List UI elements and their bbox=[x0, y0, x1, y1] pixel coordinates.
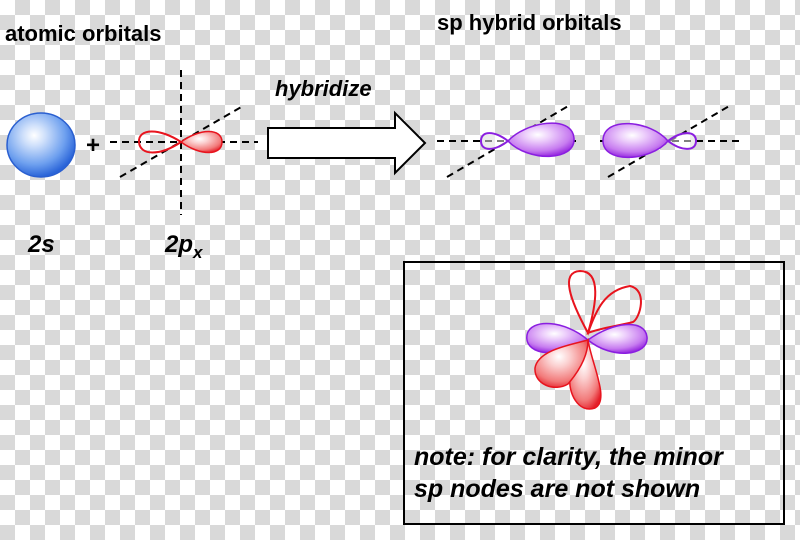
note-line-2: sp nodes are not shown bbox=[414, 475, 700, 503]
sp2-major-lobe bbox=[602, 122, 669, 159]
label-2s: 2s bbox=[27, 231, 55, 258]
s-orbital-sphere bbox=[6, 112, 76, 178]
label-2p-main: 2p bbox=[164, 231, 193, 258]
label-2p-subscript: x bbox=[192, 243, 204, 262]
p-lobe-empty-2 bbox=[586, 284, 642, 335]
hybridize-label: hybridize bbox=[275, 76, 372, 101]
combined-orbitals-figure bbox=[526, 269, 648, 410]
note-line-1: note: for clarity, the minor bbox=[414, 443, 724, 471]
p-lobe-empty-1 bbox=[567, 269, 597, 336]
sp1-major-lobe bbox=[506, 122, 575, 158]
label-2px: 2px bbox=[164, 231, 204, 262]
sp2-minor-lobe bbox=[666, 132, 698, 150]
sp1-minor-lobe bbox=[479, 132, 510, 150]
p-orbital-lobe-filled bbox=[179, 130, 223, 154]
note-box bbox=[403, 261, 785, 525]
plus-sign: + bbox=[86, 132, 100, 159]
sp-hybrid-orbitals-heading: sp hybrid orbitals bbox=[437, 10, 622, 35]
p-orbital-lobe-empty bbox=[137, 130, 183, 154]
hybridize-arrow bbox=[267, 110, 427, 176]
atomic-orbitals-heading: atomic orbitals bbox=[5, 21, 161, 46]
sp-lobe-right bbox=[586, 323, 648, 354]
p-lobe-filled-2 bbox=[534, 339, 589, 389]
